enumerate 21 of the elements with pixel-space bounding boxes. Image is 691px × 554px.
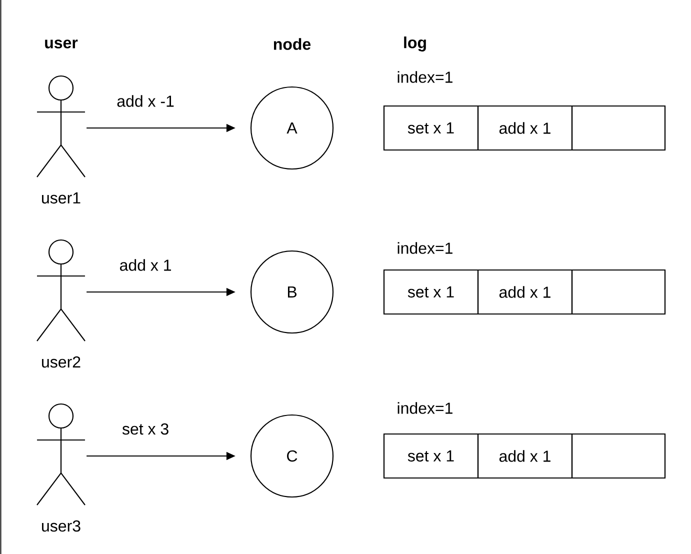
- edge-label: add x 1: [120, 259, 171, 271]
- user-label: user1: [42, 192, 80, 204]
- log-cell: set x 1: [383, 269, 479, 315]
- log-cell: set x 1: [383, 433, 479, 479]
- index-label: index=1: [398, 402, 452, 414]
- edge-label: set x 3: [122, 423, 168, 435]
- log-cell: [571, 105, 666, 151]
- index-label: index=1: [398, 242, 452, 254]
- user-label: user2: [42, 356, 80, 368]
- column-header: user: [45, 40, 78, 48]
- column-header: node: [274, 38, 311, 50]
- log-cell: add x 1: [477, 269, 573, 315]
- edge-label: add x -1: [117, 95, 174, 107]
- index-label: index=1: [398, 71, 452, 83]
- log-cell: [571, 433, 666, 479]
- user-label: user3: [42, 520, 80, 532]
- log-cell: add x 1: [477, 433, 573, 479]
- column-header: log: [404, 36, 426, 52]
- log-cell: add x 1: [477, 105, 573, 151]
- log-cell: set x 1: [383, 105, 479, 151]
- log-cell: [571, 269, 666, 315]
